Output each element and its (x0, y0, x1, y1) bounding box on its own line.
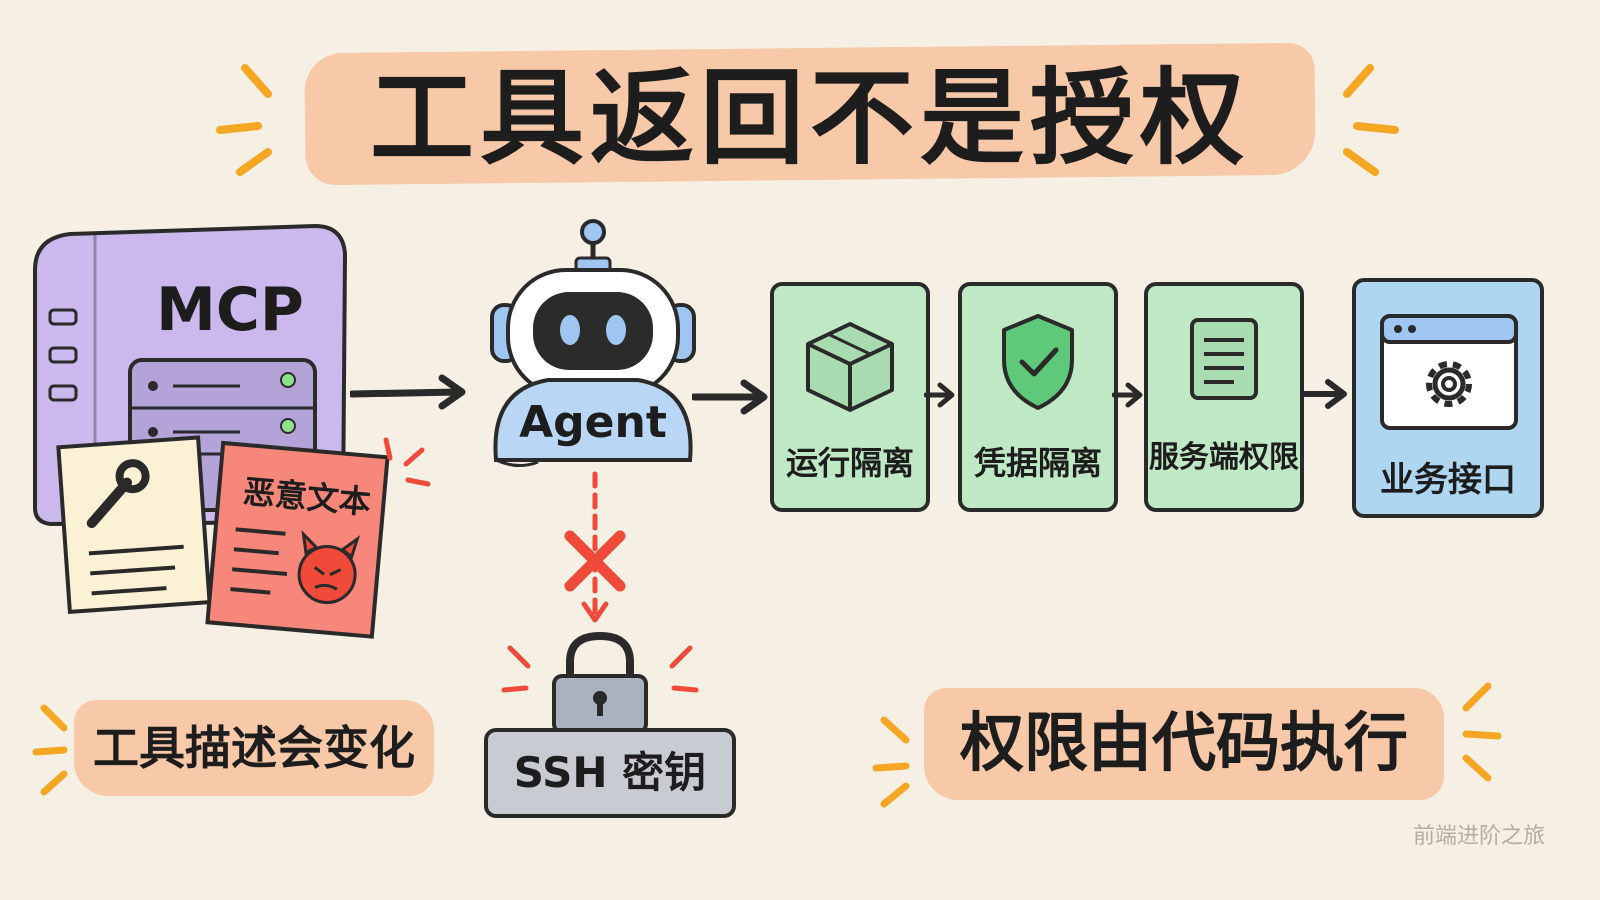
stage-runtime-isolation: 运行隔离 (770, 282, 930, 512)
stage-label: 凭据隔离 (973, 444, 1102, 482)
arrow-stage-1-2 (924, 382, 955, 408)
title-sparkle-right-icon (1343, 64, 1399, 176)
blocked-dashed-arrow (581, 471, 609, 623)
lock-icon (501, 631, 699, 734)
stage-server-permission: 服务端权限 (1144, 282, 1304, 512)
ssh-key-box: SSH 密钥 (484, 728, 736, 818)
stage-label: 服务端权限 (1149, 440, 1299, 475)
arrow-mcp-to-agent (350, 374, 466, 410)
tag-highlight-right (924, 688, 1444, 800)
arrow-stage-2-3 (1112, 382, 1143, 408)
tool-document-icon (56, 435, 212, 615)
target-label: 业务接口 (1380, 460, 1516, 500)
page-title: 工具返回不是授权 (369, 57, 1250, 179)
target-business-api: 业务接口 (1352, 278, 1544, 518)
ssh-key-label: SSH 密钥 (513, 748, 707, 797)
watermark: 前端进阶之旅 (1412, 824, 1545, 849)
blocked-x-icon (564, 530, 626, 592)
sparkle-bottom-right-a-icon (872, 716, 910, 808)
danger-burst-icon (383, 437, 431, 487)
shield-check-icon (1002, 314, 1074, 410)
package-icon (806, 322, 894, 412)
arrow-stage-3-target (1302, 379, 1347, 409)
stage-label: 运行隔离 (785, 444, 914, 482)
agent-robot-icon (490, 219, 696, 467)
tag-highlight-left (74, 700, 434, 796)
stage-credential-isolation: 凭据隔离 (958, 282, 1118, 512)
gear-window-icon (1380, 314, 1518, 430)
sparkle-bottom-right-b-icon (1462, 682, 1502, 782)
arrow-agent-to-pipeline (692, 379, 768, 415)
document-icon (1190, 318, 1258, 400)
title-sparkle-left-icon (216, 64, 272, 176)
agent-label: Agent (519, 397, 667, 448)
tool-description-changes-label: 工具描述会变化 (93, 721, 415, 775)
sparkle-bottom-left-icon (32, 704, 68, 796)
mcp-label: MCP (156, 275, 304, 345)
permission-enforced-by-code-label: 权限由代码执行 (960, 707, 1408, 781)
malicious-document-icon (205, 440, 390, 639)
